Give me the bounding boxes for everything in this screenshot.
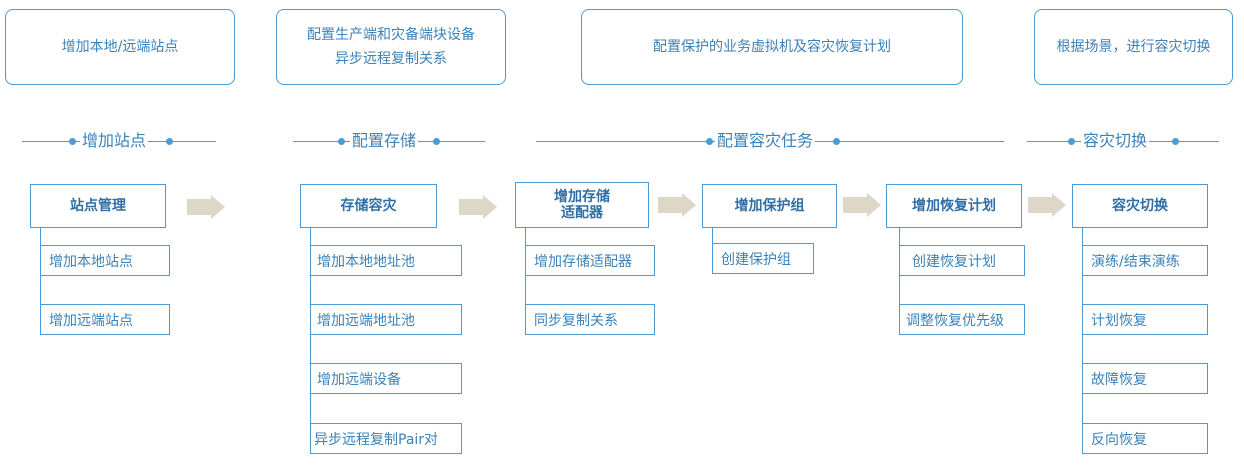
description-text: 配置生产端和灾备端块设备 xyxy=(307,27,475,43)
substep-add-local-address-pool: 增加本地地址池 xyxy=(310,245,462,276)
phase-header-sites: 增加站点 xyxy=(22,128,216,154)
step-dr-switchover: 容灾切换 xyxy=(1072,184,1208,228)
description-box-sites: 增加本地/远端站点 xyxy=(5,9,235,85)
phase-label: 增加站点 xyxy=(80,128,149,154)
substep-add-local-site: 增加本地站点 xyxy=(40,245,170,276)
step-title: 增加保护组 xyxy=(734,198,805,214)
step-title: 站点管理 xyxy=(70,198,126,214)
phase-label: 配置容灾任务 xyxy=(715,128,816,154)
flow-arrow-icon xyxy=(843,193,881,217)
substep-fault-recovery: 故障恢复 xyxy=(1082,363,1208,394)
description-text: 增加本地/远端站点 xyxy=(61,39,179,55)
step-title-line: 增加存储 xyxy=(554,189,610,205)
substep-add-remote-device: 增加远端设备 xyxy=(310,363,462,394)
substep-add-remote-site: 增加远端站点 xyxy=(40,304,170,335)
step-title-line: 适配器 xyxy=(561,205,603,221)
phase-header-dr-tasks: 配置容灾任务 xyxy=(536,128,1004,154)
description-box-dr-tasks: 配置保护的业务虚拟机及容灾恢复计划 xyxy=(581,9,963,85)
step-title: 存储容灾 xyxy=(340,198,397,214)
phase-label: 容灾切换 xyxy=(1081,128,1150,154)
step-title: 增加恢复计划 xyxy=(912,198,996,214)
step-add-storage-adapter: 增加存储 适配器 xyxy=(515,182,649,228)
step-add-recovery-plan: 增加恢复计划 xyxy=(886,184,1022,228)
description-text: 根据场景，进行容灾切换 xyxy=(1056,39,1211,55)
substep-sync-replication: 同步复制关系 xyxy=(525,304,655,335)
substep-add-storage-adapter: 增加存储适配器 xyxy=(525,245,655,276)
substep-add-remote-address-pool: 增加远端地址池 xyxy=(310,304,462,335)
substep-planned-recovery: 计划恢复 xyxy=(1082,304,1208,335)
substep-adjust-recovery-priority: 调整恢复优先级 xyxy=(899,304,1025,335)
description-box-switchover: 根据场景，进行容灾切换 xyxy=(1034,9,1233,85)
flow-arrow-icon xyxy=(658,193,696,217)
step-add-protection-group: 增加保护组 xyxy=(702,184,837,228)
phase-header-switchover: 容灾切换 xyxy=(1027,128,1219,154)
flow-arrow-icon xyxy=(187,195,225,219)
phase-header-storage: 配置存储 xyxy=(293,128,485,154)
description-text: 异步远程复制关系 xyxy=(335,51,447,67)
step-site-management: 站点管理 xyxy=(30,184,166,228)
step-title: 容灾切换 xyxy=(1112,198,1168,214)
description-box-storage: 配置生产端和灾备端块设备 异步远程复制关系 xyxy=(276,9,506,85)
flow-arrow-icon xyxy=(459,195,497,219)
step-storage-dr: 存储容灾 xyxy=(300,184,437,228)
substep-create-protection-group: 创建保护组 xyxy=(712,243,814,274)
substep-create-recovery-plan: 创建恢复计划 xyxy=(899,245,1025,276)
description-text: 配置保护的业务虚拟机及容灾恢复计划 xyxy=(653,39,891,55)
substep-reverse-recovery: 反向恢复 xyxy=(1082,423,1208,454)
phase-label: 配置存储 xyxy=(350,128,419,154)
substep-async-replication-pair: 异步远程复制Pair对 xyxy=(310,423,462,454)
substep-drill: 演练/结束演练 xyxy=(1082,245,1208,276)
flow-arrow-icon xyxy=(1028,193,1066,217)
